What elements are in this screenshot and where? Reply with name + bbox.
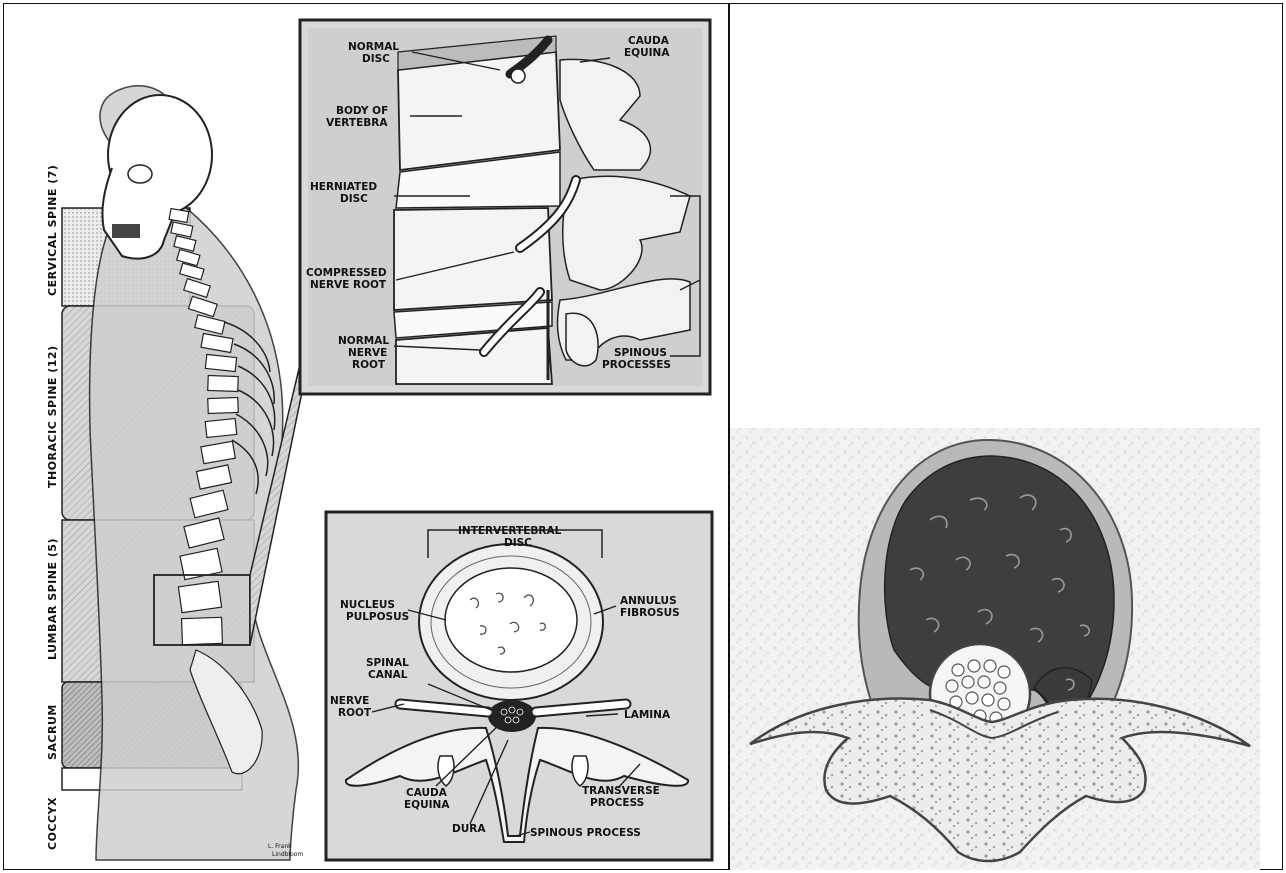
nucleus-pulposus-label-2: PULPOSUS (346, 611, 409, 623)
coccyx-label: COCCYX (46, 797, 59, 850)
intervertebral-disc-label-2: DISC (504, 537, 532, 549)
axial-inset: INTERVERTEBRAL DISC NUCLEUS PULPOSUS ANN… (326, 512, 712, 860)
thoracic-label: THORACIC SPINE (12) (46, 345, 59, 488)
spinal-canal-label: SPINAL (366, 657, 409, 669)
annulus-fibrosus-label-2: FIBROSUS (620, 607, 680, 619)
compressed-nerve-root-label-2: NERVE ROOT (310, 279, 387, 291)
intervertebral-disc-label: INTERVERTEBRAL (458, 525, 562, 537)
normal-nerve-root-label-3: ROOT (352, 359, 386, 371)
normal-nerve-root-label: NORMAL (338, 335, 389, 347)
cervical-label: CERVICAL SPINE (7) (46, 165, 59, 296)
lamina-label: LAMINA (624, 709, 671, 721)
left-panel-illustration: CERVICAL SPINE (7) THORACIC SPINE (12) L… (0, 0, 728, 873)
normal-disc-label: NORMAL (348, 41, 399, 53)
nucleus-pulposus-label: NUCLEUS (340, 599, 395, 611)
spinous-process-label: SPINOUS PROCESS (530, 827, 641, 839)
spinal-canal-label-2: CANAL (368, 669, 408, 681)
sacrum-label: SACRUM (46, 704, 59, 760)
transverse-process-label-2: PROCESS (590, 797, 644, 809)
normal-disc-label-2: DISC (362, 53, 390, 65)
dura-label: DURA (452, 823, 486, 835)
nerve-root-label-2: ROOT (338, 707, 372, 719)
cauda-equina-axial-label-2: EQUINA (404, 799, 450, 811)
normal-nerve-root-label-2: NERVE (348, 347, 387, 359)
herniated-disc-label: HERNIATED (310, 181, 377, 193)
right-panel-illustration (730, 0, 1283, 873)
cauda-equina-axial-label: CAUDA (406, 787, 448, 799)
annulus-fibrosus-label: ANNULUS (620, 595, 677, 607)
nerve-root-label: NERVE (330, 695, 369, 707)
artist-signature-line-1: L. Frank (268, 843, 292, 850)
compressed-nerve-root-label: COMPRESSED (306, 267, 387, 279)
artist-signature-line-2: Lindbloom (272, 851, 303, 858)
cauda-equina-label-2: EQUINA (624, 47, 670, 59)
sagittal-inset: NORMAL DISC CAUDA EQUINA BODY OF VERTEBR… (300, 20, 710, 394)
lumbar-label: LUMBAR SPINE (5) (46, 538, 59, 660)
spinous-processes-label: SPINOUS (614, 347, 667, 359)
body-of-vertebra-label-2: VERTEBRA (326, 117, 388, 129)
spinous-processes-label-2: PROCESSES (602, 359, 671, 371)
cauda-equina-label: CAUDA (628, 35, 670, 47)
body-of-vertebra-label: BODY OF (336, 105, 388, 117)
herniated-disc-label-2: DISC (340, 193, 368, 205)
transverse-process-label: TRANSVERSE (582, 785, 660, 797)
